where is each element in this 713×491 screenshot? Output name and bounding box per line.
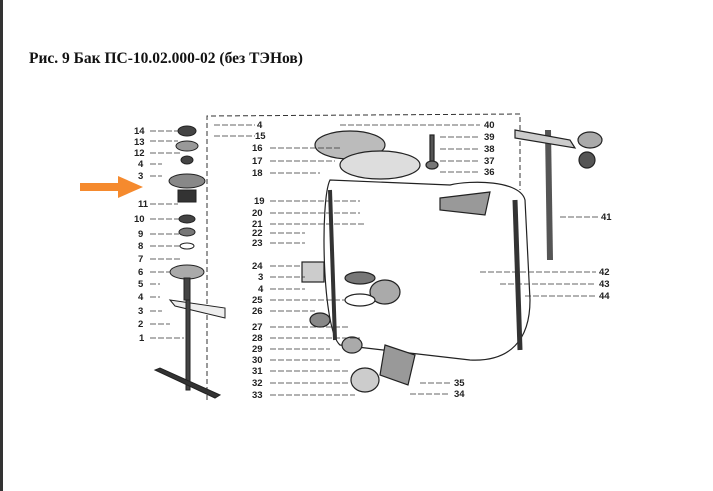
- part-label: 28: [252, 333, 263, 344]
- part-label: 7: [138, 254, 143, 265]
- tank-body: [301, 129, 603, 393]
- page-edge: [0, 0, 3, 491]
- part-label: 39: [484, 132, 495, 143]
- part-label: 37: [484, 156, 495, 167]
- part-label: 20: [252, 208, 263, 219]
- part-label: 33: [252, 390, 263, 401]
- part-label: 36: [484, 167, 495, 178]
- part-label: 29: [252, 344, 263, 355]
- part-label: 11: [138, 199, 149, 210]
- part-label: 26: [252, 306, 263, 317]
- part-label: 4: [138, 292, 144, 303]
- part-label: 34: [454, 389, 465, 400]
- part-label: 32: [252, 378, 263, 389]
- part-label: 4: [138, 159, 144, 170]
- part-label: 43: [599, 279, 610, 290]
- leader-lines: [150, 124, 598, 396]
- part-label: 14: [134, 126, 145, 137]
- part-label: 24: [252, 261, 263, 272]
- part-label: 13: [134, 137, 145, 148]
- part-labels-right: 40 39 38 37 36 41 42 43 44 35 34: [454, 120, 612, 400]
- part-label: 21: [252, 219, 263, 230]
- part-label: 25: [252, 295, 263, 306]
- part-label: 42: [599, 267, 610, 278]
- part-label: 23: [252, 238, 263, 249]
- part-label: 12: [134, 148, 145, 159]
- part-label: 40: [484, 120, 495, 131]
- frame-dashed: [206, 113, 521, 400]
- part-label: 6: [138, 267, 143, 278]
- arrow-icon: [80, 176, 143, 198]
- part-label: 4: [257, 120, 263, 131]
- part-label: 3: [258, 272, 263, 283]
- part-label: 38: [484, 144, 495, 155]
- part-label: 22: [252, 228, 263, 239]
- part-label: 3: [138, 171, 143, 182]
- part-labels-top-mid: 4 15: [255, 120, 266, 142]
- part-label: 44: [599, 291, 610, 302]
- part-label: 16: [252, 143, 263, 154]
- part-label: 10: [134, 214, 145, 225]
- figure-title: Рис. 9 Бак ПС-10.02.000-02 (без ТЭНов): [29, 50, 303, 67]
- part-label: 18: [252, 168, 263, 179]
- part-label: 3: [138, 306, 143, 317]
- part-label: 41: [601, 212, 612, 223]
- part-label: 2: [138, 319, 143, 330]
- part-label: 1: [139, 333, 145, 344]
- part-label: 9: [138, 229, 143, 240]
- part-label: 8: [138, 241, 143, 252]
- part-label: 17: [252, 156, 263, 167]
- part-label: 5: [138, 279, 144, 290]
- part-label: 19: [254, 196, 265, 207]
- part-labels-left: 14 13 12 4 3 11 10 9 8 7 6 5 4 3 2 1: [134, 126, 149, 344]
- part-label: 30: [252, 355, 263, 366]
- part-label: 15: [255, 131, 266, 142]
- shaft-assembly: [153, 125, 226, 399]
- part-label: 31: [252, 366, 263, 377]
- part-label: 4: [258, 284, 264, 295]
- part-labels-mid: 16 17 18 19 20 21 22 23 24 3 4 25 26 27 …: [252, 143, 265, 401]
- part-label: 27: [252, 322, 263, 333]
- part-label: 35: [454, 378, 465, 389]
